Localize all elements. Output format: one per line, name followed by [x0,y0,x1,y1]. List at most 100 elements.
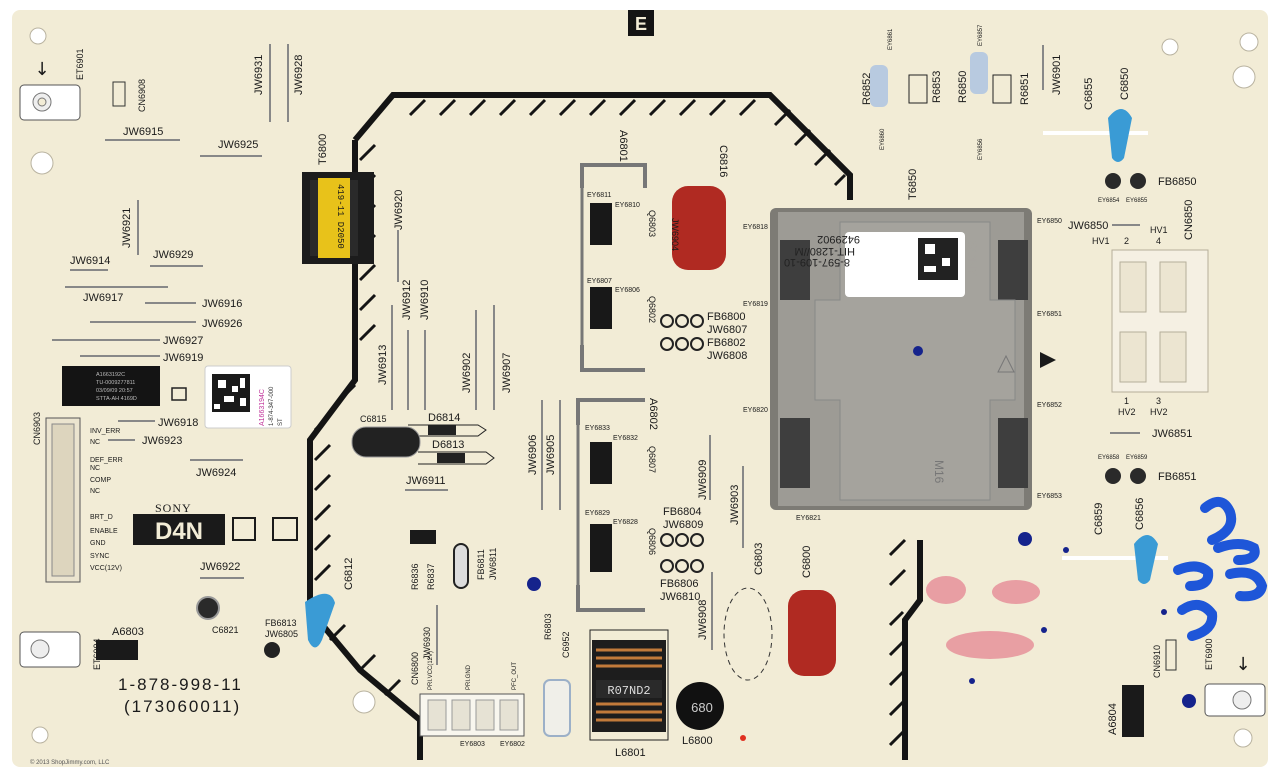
label-ey6818: EY6818 [743,224,768,231]
label-fb6850: FB6850 [1158,176,1197,188]
label-fb6851: FB6851 [1158,471,1197,483]
label-l6801: L6801 [615,747,646,759]
transformer-t6850 [770,208,1056,510]
label-jw6805: JW6805 [265,629,298,639]
label-ey6828: EY6828 [613,519,638,526]
pin-hv1-right: HV1 [1150,225,1168,235]
label-ey6856: EY6856 [978,138,984,160]
label-jw6925: JW6925 [218,139,258,151]
label-ey6857: EY6857 [978,24,984,46]
label-c6856: C6856 [1134,498,1146,530]
capacitor-c6816 [672,186,726,270]
label-l6800: L6800 [682,735,713,747]
label-jw6811: JW6811 [488,548,498,580]
board-name-box [133,514,225,545]
ferrite-beads [660,314,704,573]
label-jw6808: JW6808 [707,350,747,362]
chip-box-marker [171,387,187,401]
label-ey6819: EY6819 [743,301,768,308]
capacitor-c6800 [788,590,836,676]
label-ey6803: EY6803 [460,741,485,748]
cert-icon-2 [272,517,298,541]
ferrite-fb6813 [264,642,280,658]
capacitor-c6803-outline [723,587,773,681]
pin-hv2-left: HV2 [1118,407,1136,417]
down-arrow-icon-2: ↓ [1235,654,1250,675]
label-ey6802: EY6802 [500,741,525,748]
board-letter-box [628,10,654,36]
label-ey6810: EY6810 [615,202,640,209]
label-jw6913: JW6913 [377,345,389,385]
transformer-t6800 [302,172,374,264]
label-jw6917: JW6917 [83,292,123,304]
label-ey6860: EY6860 [880,128,886,150]
ic-chip [62,366,160,406]
label-et6901: ET6901 [75,48,85,80]
heatsink-a6802 [576,398,645,612]
red-ink-smudges [926,576,1040,659]
capacitor-c6812 [305,593,335,648]
mounting-holes [29,27,1259,748]
label-cn6908: CN6908 [137,79,147,112]
capacitor-c6815 [351,426,421,458]
label-jw6910: JW6910 [419,280,431,320]
chip-line1: A1663192C [96,372,125,378]
label-c6855: C6855 [1083,78,1095,110]
label-t6850: T6850 [907,169,919,200]
label-r6837: R6837 [426,563,436,590]
label-jw6902: JW6902 [461,353,473,393]
label-fb6811: FB6811 [476,549,486,580]
label-c6803: C6803 [753,543,765,575]
label-c6859: C6859 [1093,503,1105,535]
connector-cn6908 [112,81,126,107]
label-jw6810: JW6810 [660,591,700,603]
diode-d6813 [437,453,465,463]
capacitor-c6856 [1134,535,1158,584]
pin-2: 2 [1124,236,1129,246]
label-r6850: R6850 [957,71,969,103]
label-fb6806: FB6806 [660,578,699,590]
label-jw6927: JW6927 [163,335,203,347]
diode-d6814 [428,425,456,435]
label-jw6926: JW6926 [202,318,242,330]
label-jw6924: JW6924 [196,467,236,479]
label-jw6920: JW6920 [393,190,405,230]
label-jw6918: JW6918 [158,417,198,429]
pin-nc-1: NC [90,439,100,446]
label-jw6912: JW6912 [401,280,413,320]
label-jw6908: JW6908 [697,600,709,640]
connector-cn6800-pins [427,699,519,731]
label-c6812: C6812 [343,558,355,590]
pin-brt-d: BRT_D [90,514,113,521]
label-jw6907: JW6907 [501,353,513,393]
label-jw6809: JW6809 [663,519,703,531]
label-jw6914: JW6914 [70,255,110,267]
label-jw6921: JW6921 [121,208,133,248]
label-fb6813: FB6813 [265,618,297,628]
label-cn6910: CN6910 [1152,645,1162,678]
pin-1: 1 [1124,396,1129,406]
label-q6803: Q6803 [647,210,657,237]
label-a6802: A6802 [647,398,659,430]
label-fb6800: FB6800 [707,311,746,323]
label-q6807: Q6807 [647,446,657,473]
pin-gnd: GND [90,540,106,547]
label-r6851: R6851 [1019,73,1031,105]
label-jw6903: JW6903 [729,485,741,525]
pin-inv-err: INV_ERR [90,428,120,435]
pin-enable: ENABLE [90,528,118,535]
board-name: D4N [155,518,203,545]
label-r6852: R6852 [861,73,873,105]
label-jw6906: JW6906 [527,435,539,475]
label-jw6807: JW6807 [707,324,747,336]
label-q6806: Q6806 [647,528,657,555]
terminal-et6901 [19,84,81,121]
label-c6821: C6821 [212,625,239,635]
transformer-line3: 9429902 [817,233,860,245]
pin-vcc: VCC(12V) [90,565,122,572]
serial-code: (173060011) [124,697,241,716]
label-ey6854: EY6854 [1098,198,1120,204]
jumpers-top-left [52,44,289,579]
regulator-a6804 [1122,685,1144,737]
chip-line3: 03/09/09 20:57 [96,388,133,394]
